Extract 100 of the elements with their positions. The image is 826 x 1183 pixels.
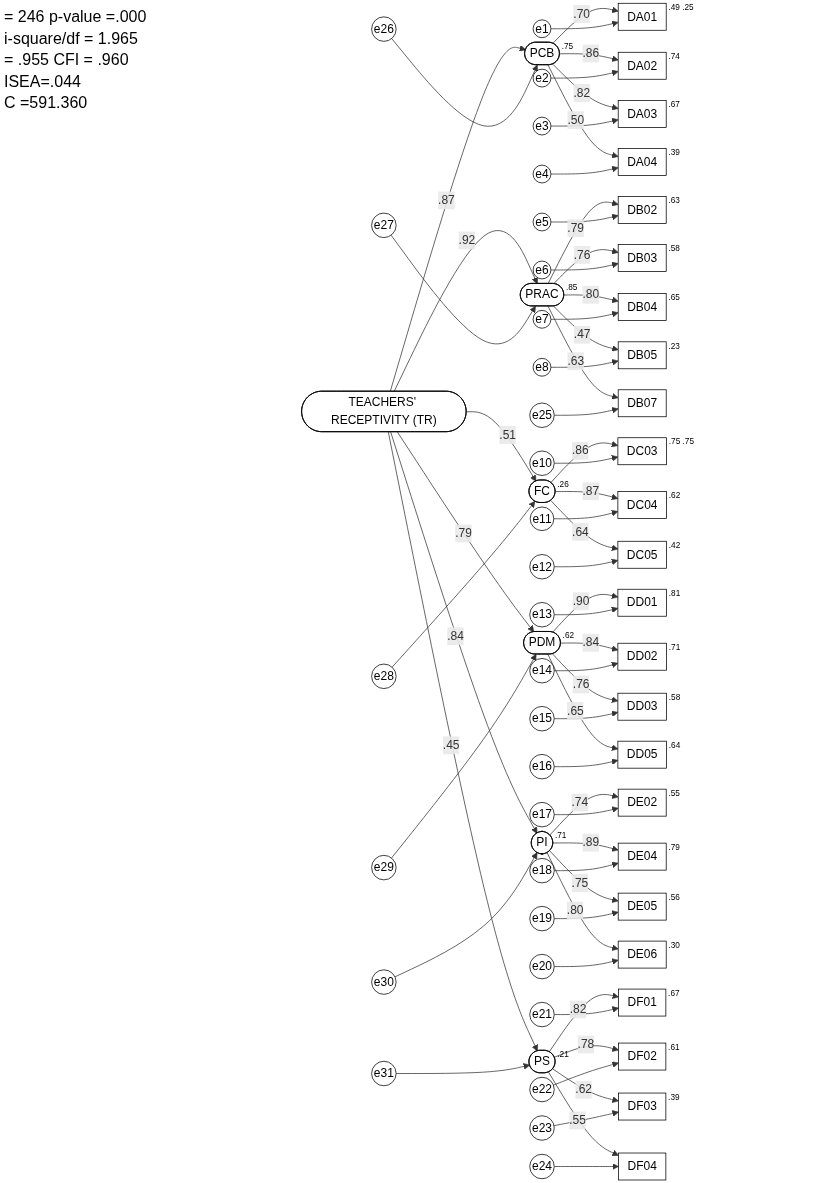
node-circle: e10 xyxy=(529,450,555,476)
edge-label: .74 xyxy=(571,795,589,809)
edge-label: .70 xyxy=(573,7,591,21)
edge-label: .80 xyxy=(566,903,584,917)
node-box: DE04 xyxy=(617,842,667,871)
edge-label: .51 xyxy=(499,428,516,441)
node-circle: e1 xyxy=(532,19,552,39)
node-box: DE06 xyxy=(617,940,667,969)
node-box: DC03 xyxy=(617,437,667,466)
edge-label: .86 xyxy=(571,443,589,457)
coefficient-value: .71 xyxy=(668,643,681,652)
coefficient-value: .71 xyxy=(554,831,567,841)
edge-label: .87 xyxy=(582,484,600,498)
edge-label: .76 xyxy=(572,677,590,691)
coefficient-value: .75 .75 xyxy=(668,437,694,447)
node-box: DA02 xyxy=(617,51,667,80)
edge-label: .75 xyxy=(571,876,589,890)
node-circle: e23 xyxy=(529,1115,555,1141)
coefficient-value: .23 xyxy=(668,341,680,351)
coefficient-value: .39 xyxy=(668,148,680,158)
edge-label: .82 xyxy=(569,1002,587,1016)
fit-statistic: i-square/df = 1.965 xyxy=(4,28,139,49)
node-box: DF04 xyxy=(618,1152,667,1181)
coefficient-value: .67 xyxy=(668,100,680,110)
edge-label: .79 xyxy=(455,526,472,540)
edge-label: .62 xyxy=(575,1083,592,1096)
coefficient-value: .64 xyxy=(668,740,681,750)
node-circle: e15 xyxy=(529,706,555,732)
node-circle: e29 xyxy=(371,854,397,881)
edge-label: .87 xyxy=(438,193,455,207)
coefficient-value: .75 xyxy=(561,41,574,51)
coefficient-value: .49 .25 xyxy=(668,3,694,13)
fit-statistic: = 246 p-value =.000 xyxy=(4,7,148,27)
node-circle: e22 xyxy=(529,1076,555,1103)
node-circle: e25 xyxy=(529,402,555,428)
node-circle: e12 xyxy=(529,554,555,580)
node-box: DC04 xyxy=(617,491,667,519)
edge-label: .84 xyxy=(582,635,600,649)
edge-label: .50 xyxy=(567,113,585,127)
edge-label: .55 xyxy=(569,1113,586,1127)
edge-label: .79 xyxy=(567,221,585,235)
node-circle: e2 xyxy=(532,68,552,88)
edge-label: .47 xyxy=(573,327,591,341)
coefficient-value: .62 xyxy=(668,491,681,501)
node-box: DC05 xyxy=(617,540,667,569)
coefficient-value: .21 xyxy=(557,1050,569,1060)
edge-label: .84 xyxy=(447,629,464,643)
node-circle: e11 xyxy=(529,506,555,531)
edge-label: .45 xyxy=(442,738,460,752)
edge-label: .86 xyxy=(582,46,600,60)
coefficient-value: .39 xyxy=(668,1092,680,1102)
edge-label: .78 xyxy=(577,1037,595,1051)
node-circle: e7 xyxy=(532,310,552,329)
edge-label: .90 xyxy=(572,594,590,608)
coefficient-value: .63 xyxy=(668,196,680,206)
edge-label: .89 xyxy=(582,835,600,849)
coefficient-value: .61 xyxy=(668,1042,680,1052)
edge-label: .65 xyxy=(567,704,584,718)
edge-label: .63 xyxy=(567,354,585,368)
node-circle: e4 xyxy=(532,164,552,184)
node-box: DD02 xyxy=(617,642,667,671)
node-circle: e14 xyxy=(529,658,555,684)
edge-label: .76 xyxy=(573,248,591,261)
coefficient-value: .56 xyxy=(668,892,680,902)
coefficient-value: .58 xyxy=(668,692,681,702)
node-circle: e5 xyxy=(532,212,552,232)
node-box: DB03 xyxy=(617,244,667,272)
coefficient-value: .65 xyxy=(668,293,680,303)
node-circle: e26 xyxy=(371,16,397,42)
node-box: DF01 xyxy=(618,988,667,1017)
coefficient-value: .79 xyxy=(668,842,680,852)
edge-label: .82 xyxy=(573,86,591,100)
node-circle: e8 xyxy=(532,358,552,377)
node-circle: e31 xyxy=(371,1060,397,1087)
coefficient-value: .81 xyxy=(668,589,681,598)
node-box: DB05 xyxy=(617,341,667,370)
node-circle: e19 xyxy=(529,906,555,932)
node-box: DD05 xyxy=(617,740,667,769)
node-box: DD01 xyxy=(617,588,667,617)
node-circle: e3 xyxy=(532,116,552,136)
node-box: DF02 xyxy=(618,1042,667,1071)
node-circle: e21 xyxy=(529,1001,555,1028)
node-box: DB04 xyxy=(617,293,667,321)
node-box: DA01 xyxy=(617,2,667,31)
node-circle: e28 xyxy=(371,663,397,689)
node-circle: e27 xyxy=(371,212,397,238)
node-box: DF03 xyxy=(618,1092,667,1121)
node-circle: e18 xyxy=(529,858,555,884)
node-circle: e6 xyxy=(532,260,552,280)
node-box: DB07 xyxy=(617,389,667,418)
coefficient-value: .62 xyxy=(562,631,575,641)
fit-statistic: = .955 CFI = .960 xyxy=(4,50,130,71)
coefficient-value: .55 xyxy=(668,788,680,798)
node-box: DE05 xyxy=(617,892,667,921)
node-circle: e17 xyxy=(529,802,555,828)
coefficient-value: .42 xyxy=(668,541,681,550)
coefficient-value: .67 xyxy=(668,988,680,998)
node-box: DE02 xyxy=(617,788,667,817)
node-circle: e30 xyxy=(371,969,397,995)
edge-label: .64 xyxy=(572,525,589,538)
